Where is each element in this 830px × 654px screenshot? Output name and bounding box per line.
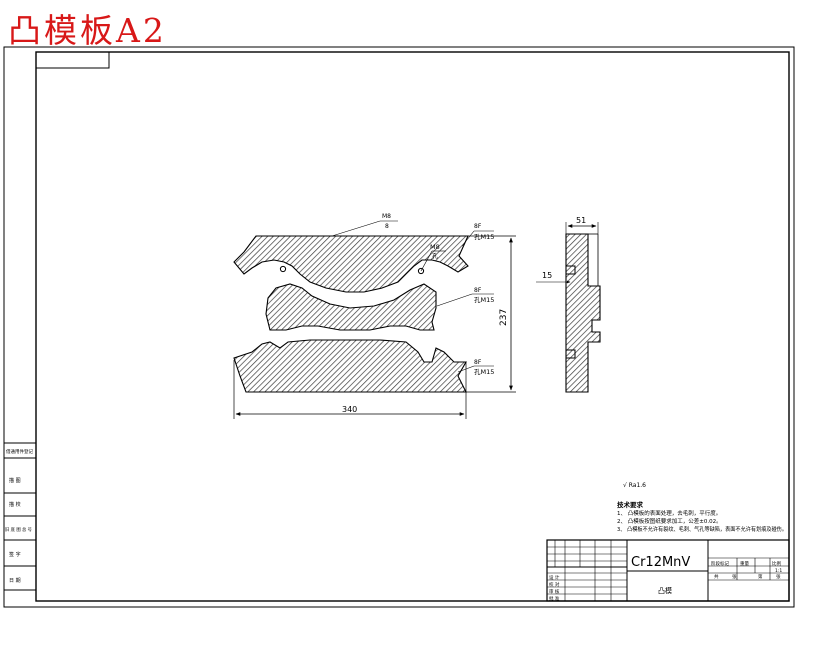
thickness-dimension: 51 — [576, 216, 586, 225]
corner-box — [35, 51, 110, 69]
offset-dimension: 15 — [542, 271, 552, 280]
front-dimensions: 340 237 M8 8 M8 孔 8F 孔M15 8F 孔M15 8F 孔M1… — [233, 213, 516, 419]
side-section — [565, 233, 601, 393]
drawing-title: 凸模板A2 — [8, 11, 167, 50]
material-name: Cr12MnV — [631, 555, 690, 570]
roughness-mark: √ Ra1.6 — [623, 482, 646, 489]
part-name: 凸模 — [658, 586, 672, 595]
stage-header: 阶段标记 — [711, 560, 729, 567]
weight-header: 重量 — [740, 560, 749, 567]
callout-r1-note: 孔M15 — [474, 233, 494, 241]
callout-r1-label: 8F — [474, 223, 482, 230]
sheet-cell-1: 共 — [714, 573, 719, 580]
scale-value: 1:1 — [775, 568, 782, 574]
strip-cell-2: 描 校 — [9, 501, 21, 508]
tech-item-1: 1、 凸模板的表面处理，去毛刺，平行度。 — [617, 509, 721, 517]
callout-r2-label: 8F — [474, 287, 482, 294]
row-label-3: 审 核 — [549, 588, 560, 595]
callout-r2-note: 孔M15 — [474, 296, 494, 304]
callout-top-note: 8 — [385, 223, 389, 230]
tech-requirements: 技术要求 1、 凸模板的表面处理，去毛刺，平行度。 2、 凸模板按图纸要求加工，… — [617, 500, 787, 533]
strip-cell-3: 旧 底 图 总 号 — [5, 526, 32, 533]
strip-cell-0: 借通用件登记 — [6, 448, 33, 455]
sheet-cell-2: 张 — [732, 573, 737, 580]
callout-r3-note: 孔M15 — [474, 368, 494, 376]
strip-cell-4: 签 字 — [9, 551, 21, 558]
outer-border — [3, 46, 795, 608]
bottom-section — [233, 339, 467, 393]
callout-r3-label: 8F — [474, 359, 482, 366]
side-strip: 借通用件登记 描 图 描 校 旧 底 图 总 号 签 字 日 期 — [4, 442, 36, 591]
width-dimension: 340 — [342, 405, 357, 414]
scale-header: 比例 — [772, 560, 781, 567]
tech-item-3: 3、 凸模板不允许有裂纹、毛刺、气孔等缺陷，表面不允许有划痕及碰伤。 — [617, 525, 787, 533]
side-slot-bottom — [565, 349, 576, 359]
strip-cell-5: 日 期 — [9, 578, 21, 584]
pin-hole-right — [417, 267, 425, 275]
tech-title: 技术要求 — [617, 500, 644, 509]
row-label-1: 设 计 — [549, 574, 560, 581]
row-label-2: 校 对 — [549, 581, 560, 588]
row-label-4: 批 准 — [549, 595, 560, 602]
tech-item-2: 2、 凸模板按图纸要求加工，公差±0.02。 — [617, 517, 722, 525]
pin-hole-left — [279, 265, 287, 273]
middle-section — [265, 283, 437, 331]
title-block: Cr12MnV 凸模 设 计 校 对 审 核 批 准 阶段标记 重量 比例 1:… — [546, 539, 790, 602]
callout-hole-label: M8 — [430, 243, 440, 251]
front-view — [233, 235, 469, 393]
sheet-cell-4: 张 — [776, 573, 781, 580]
callout-hole-note: 孔 — [432, 252, 438, 260]
height-dimension: 237 — [499, 309, 509, 326]
top-section — [233, 235, 469, 293]
side-view: 51 15 — [536, 216, 601, 393]
sheet-cell-3: 第 — [758, 573, 763, 580]
callout-top-label: M8 — [382, 213, 391, 220]
strip-cell-1: 描 图 — [9, 477, 21, 484]
inner-frame — [35, 51, 790, 602]
